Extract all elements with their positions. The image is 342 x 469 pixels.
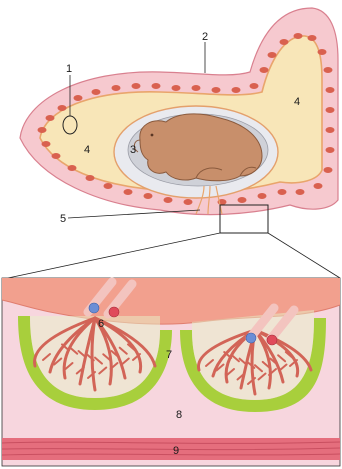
cotyledon-tuft-icon xyxy=(172,85,181,91)
cotyledon-tuft-icon xyxy=(184,199,193,205)
cotyledon-tuft-icon xyxy=(104,183,113,189)
cotyledon-tuft-icon xyxy=(144,193,153,199)
cotyledon-tuft-icon xyxy=(324,167,333,173)
label-6: 6 xyxy=(98,318,104,330)
cotyledon-tuft-icon xyxy=(42,141,51,147)
cotyledon-tuft-icon xyxy=(326,127,335,133)
cotyledon-tuft-icon xyxy=(326,87,335,93)
cotyledon-tuft-icon xyxy=(86,175,95,181)
cotyledon-tuft-icon xyxy=(132,83,141,89)
label-7: 7 xyxy=(166,349,172,361)
label-2: 2 xyxy=(202,31,208,43)
cotyledon-tuft-icon xyxy=(164,197,173,203)
cotyledon-tuft-icon xyxy=(52,153,61,159)
cotyledon-tuft-icon xyxy=(152,83,161,89)
cotyledon-tuft-icon xyxy=(258,193,267,199)
cotyledon-tuft-icon xyxy=(112,85,121,91)
cotyledon-tuft-icon xyxy=(58,105,67,111)
cotyledon-tuft-icon xyxy=(268,52,277,58)
cotyledon-tuft-icon xyxy=(280,39,289,45)
cotyledon-tuft-icon xyxy=(318,49,327,55)
label-4-right: 4 xyxy=(294,96,300,108)
label-5: 5 xyxy=(60,213,66,225)
cotyledon-tuft-icon xyxy=(38,127,47,133)
label-8: 8 xyxy=(176,409,182,421)
label-4-left: 4 xyxy=(84,144,90,156)
cotyledon-tuft-icon xyxy=(68,165,77,171)
label-3: 3 xyxy=(130,144,136,156)
cotyledon-tuft-icon xyxy=(250,83,259,89)
cotyledon-tuft-icon xyxy=(238,197,247,203)
label-9: 9 xyxy=(173,445,179,457)
label-1: 1 xyxy=(66,63,72,75)
cotyledon-tuft-icon xyxy=(92,89,101,95)
cotyledon-tuft-icon xyxy=(294,33,303,39)
cotyledon-tuft-icon xyxy=(278,189,287,195)
cotyledon-tuft-icon xyxy=(46,115,55,121)
cotyledon-tuft-icon xyxy=(326,107,335,113)
cotyledon-tuft-icon xyxy=(324,67,333,73)
myometrium xyxy=(2,438,340,460)
cotyledon-tuft-icon xyxy=(124,189,133,195)
placentome-detail xyxy=(2,278,340,466)
cotyledon-tuft-icon xyxy=(308,35,317,41)
cotyledon-tuft-icon xyxy=(74,95,83,101)
cotyledon-tuft-icon xyxy=(296,189,305,195)
uterus-overview xyxy=(20,8,338,233)
cotyledon-tuft-icon xyxy=(232,87,241,93)
cotyledon-tuft-icon xyxy=(326,147,335,153)
cotyledon-tuft-icon xyxy=(212,87,221,93)
cotyledon-tuft-icon xyxy=(314,183,323,189)
cotyledon-tuft-icon xyxy=(260,67,269,73)
cotyledon-tuft-icon xyxy=(192,85,201,91)
